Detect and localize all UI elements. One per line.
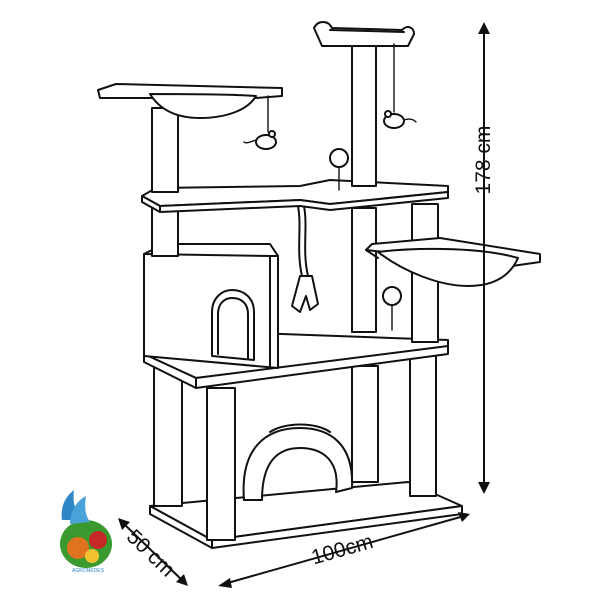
upper-platform	[141, 179, 449, 213]
depth-label: 50 cm	[122, 525, 179, 581]
ball-toy-upper	[329, 148, 349, 191]
tall-post	[351, 45, 377, 187]
side-bed	[365, 237, 541, 287]
mouse-toy-left	[243, 95, 277, 150]
width-label: 100cm	[309, 530, 376, 569]
brand-logo: AGRONEDES	[60, 490, 112, 574]
arch-tunnel	[242, 423, 354, 501]
top-perch	[313, 21, 415, 47]
top-left-hammock	[97, 83, 283, 119]
condo-door	[211, 289, 255, 361]
cat-condo	[143, 243, 279, 369]
ball-toy-lower	[382, 286, 402, 331]
left-upper-post	[151, 107, 179, 193]
height-label: 178 cm	[472, 126, 495, 195]
rope-toy	[291, 205, 319, 313]
logo-caption: AGRONEDES	[72, 568, 105, 574]
height-dimension: 178 cm	[472, 22, 495, 494]
mouse-toy-right	[383, 43, 417, 129]
